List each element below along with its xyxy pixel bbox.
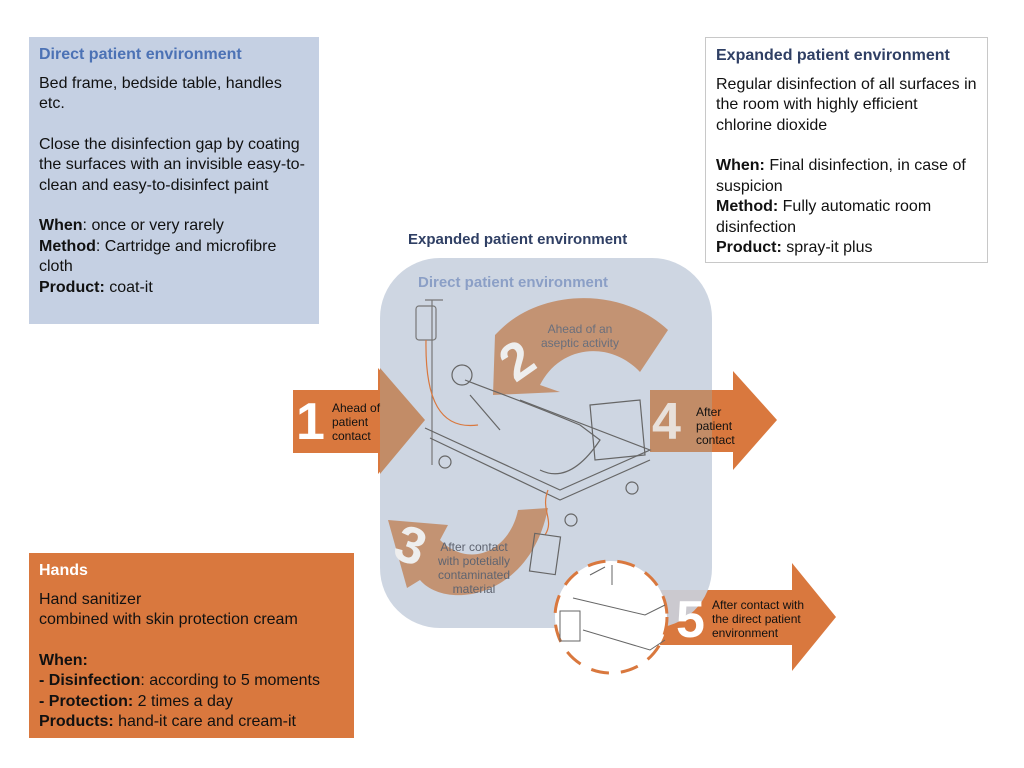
expanded-box-title: Expanded patient environment (716, 47, 950, 64)
arrow-2 (493, 298, 668, 395)
hands-box-disinfection: - Disinfection: according to 5 moments (39, 672, 320, 689)
moment-4-label: After patient contact (696, 405, 735, 447)
hands-box-line2: combined with skin protection cream (39, 611, 298, 628)
direct-environment-title: Direct patient environment (418, 274, 609, 291)
iv-stand-icon (415, 299, 479, 465)
expanded-environment-box: Expanded patient environment Regular dis… (705, 37, 988, 263)
expanded-box-product: Product: spray-it plus (716, 239, 873, 256)
moment-1-number: 1 (296, 393, 325, 451)
expanded-box-when: When: Final disinfection, in case of sus… (716, 157, 966, 195)
expanded-box-method: Method: Fully automatic room disinfectio… (716, 198, 932, 236)
moment-1-label: Ahead of patient contact (332, 401, 381, 443)
direct-box-method: Method: Cartridge and microfibre cloth (39, 237, 277, 276)
hands-box-protection: - Protection: 2 times a day (39, 692, 233, 710)
direct-environment-box: Direct patient environment Bed frame, be… (29, 37, 319, 324)
moment-5-label: After contact with the direct patient en… (712, 598, 805, 640)
direct-box-line1: Bed frame, bedside table, handles etc. (39, 74, 282, 113)
expanded-environment-title: Expanded patient environment (408, 231, 628, 248)
hands-box: Hands Hand sanitizer combined with skin … (29, 553, 354, 738)
hands-box-title: Hands (39, 562, 88, 579)
hands-box-products: Products: hand-it care and cream-it (39, 713, 296, 730)
moment-5-number: 5 (676, 591, 705, 649)
hands-box-line1: Hand sanitizer (39, 590, 142, 608)
moment-4-number: 4 (652, 393, 681, 451)
hands-box-when: When: (39, 651, 88, 669)
direct-box-title: Direct patient environment (39, 46, 242, 63)
dashed-circle (553, 559, 669, 675)
expanded-box-line1: Regular disinfection of all surfaces in … (716, 75, 977, 134)
arrow-3 (388, 508, 548, 596)
hospital-bed-icon (424, 364, 652, 576)
moment-2-label: Ahead of an aseptic activity (540, 322, 620, 350)
moment-3-label: After contact with potetially contaminat… (437, 540, 511, 596)
direct-box-product: Product: coat-it (39, 278, 153, 296)
direct-box-when: When: once or very rarely (39, 217, 224, 234)
direct-box-line2: Close the disinfection gap by coating th… (39, 135, 305, 194)
small-bed-icon (559, 565, 666, 651)
